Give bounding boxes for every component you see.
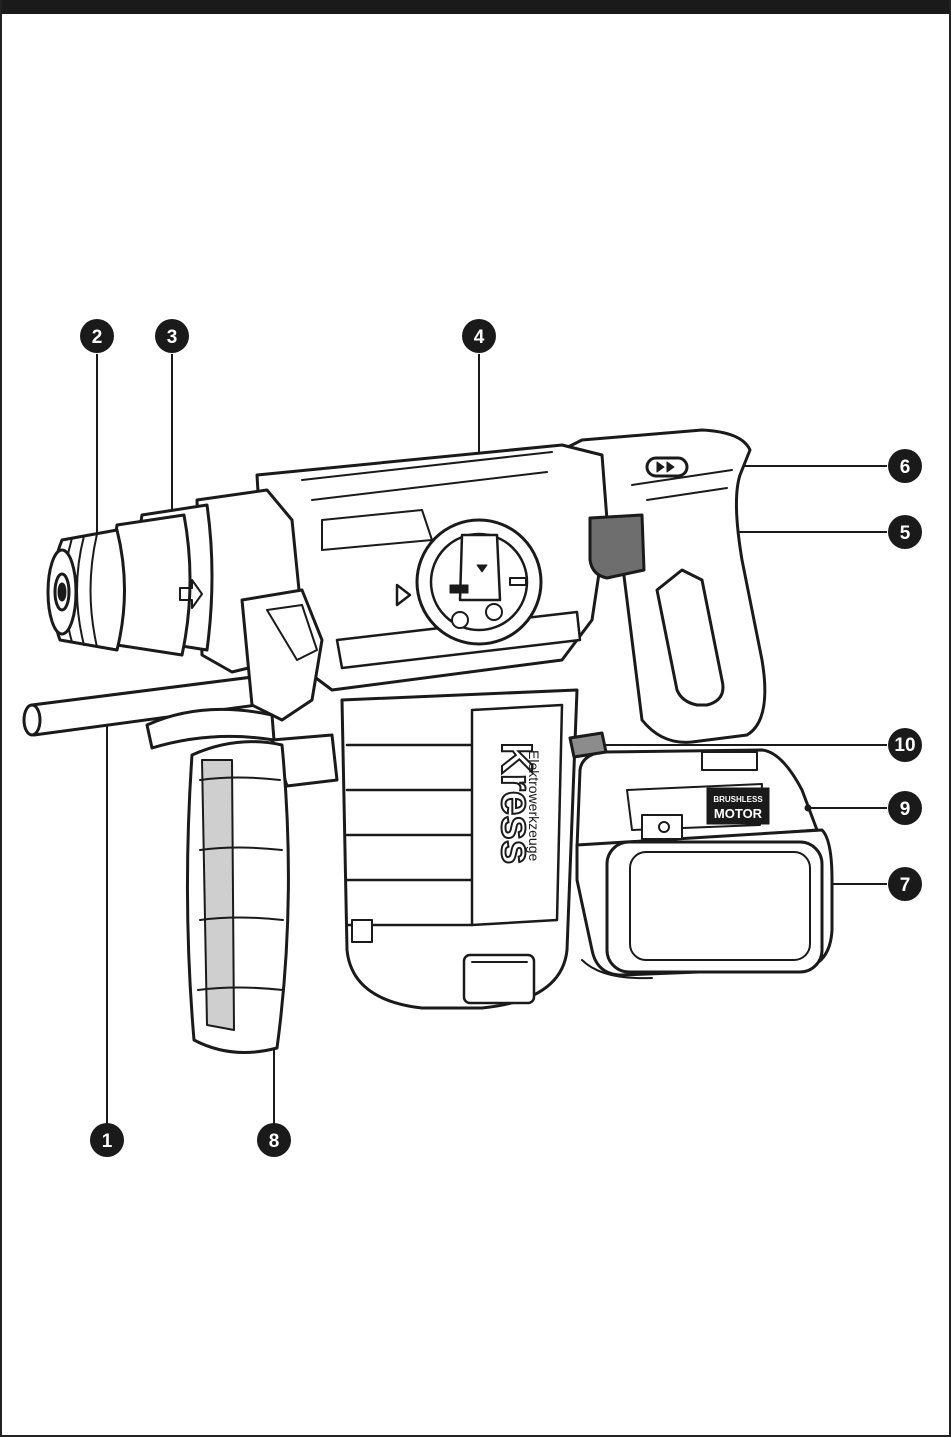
brand-subtitle-text: Elektrowerkzeuge xyxy=(526,750,542,861)
callout-3: 3 xyxy=(155,319,189,353)
callout-7-label: 7 xyxy=(900,875,911,896)
callout-9-label: 9 xyxy=(900,799,911,820)
badge-line-2: MOTOR xyxy=(714,806,763,821)
callout-9: 9 xyxy=(888,791,922,825)
callout-10-label: 10 xyxy=(894,735,915,756)
callout-5: 5 xyxy=(888,515,922,549)
callout-3-label: 3 xyxy=(167,327,178,348)
gear-housing xyxy=(340,688,579,1010)
battery-release-point xyxy=(804,804,812,812)
callout-2: 2 xyxy=(80,319,114,353)
callout-5-label: 5 xyxy=(900,523,911,544)
callout-10: 10 xyxy=(888,728,922,762)
top-rule xyxy=(2,0,949,14)
on-off-trigger[interactable] xyxy=(588,513,646,580)
badge-line-1: BRUSHLESS xyxy=(713,795,763,804)
callout-7: 7 xyxy=(888,867,922,901)
callout-6-label: 6 xyxy=(900,457,911,478)
brand-logo-text: Kress xyxy=(492,742,541,864)
tool-holder xyxy=(46,528,126,652)
mode-selector-dial[interactable] xyxy=(415,518,543,646)
direction-switch[interactable] xyxy=(568,731,608,759)
callout-1-label: 1 xyxy=(102,1131,113,1152)
callout-1: 1 xyxy=(90,1123,124,1157)
callout-8-label: 8 xyxy=(269,1131,280,1152)
auxiliary-handle xyxy=(145,707,290,1054)
callout-4-label: 4 xyxy=(474,327,485,348)
callout-8: 8 xyxy=(257,1123,291,1157)
lock-button[interactable] xyxy=(645,456,689,478)
callout-4: 4 xyxy=(462,319,496,353)
callout-2-label: 2 xyxy=(92,327,103,348)
main-handle xyxy=(560,428,767,744)
callout-6: 6 xyxy=(888,449,922,483)
battery-pack xyxy=(575,748,834,980)
